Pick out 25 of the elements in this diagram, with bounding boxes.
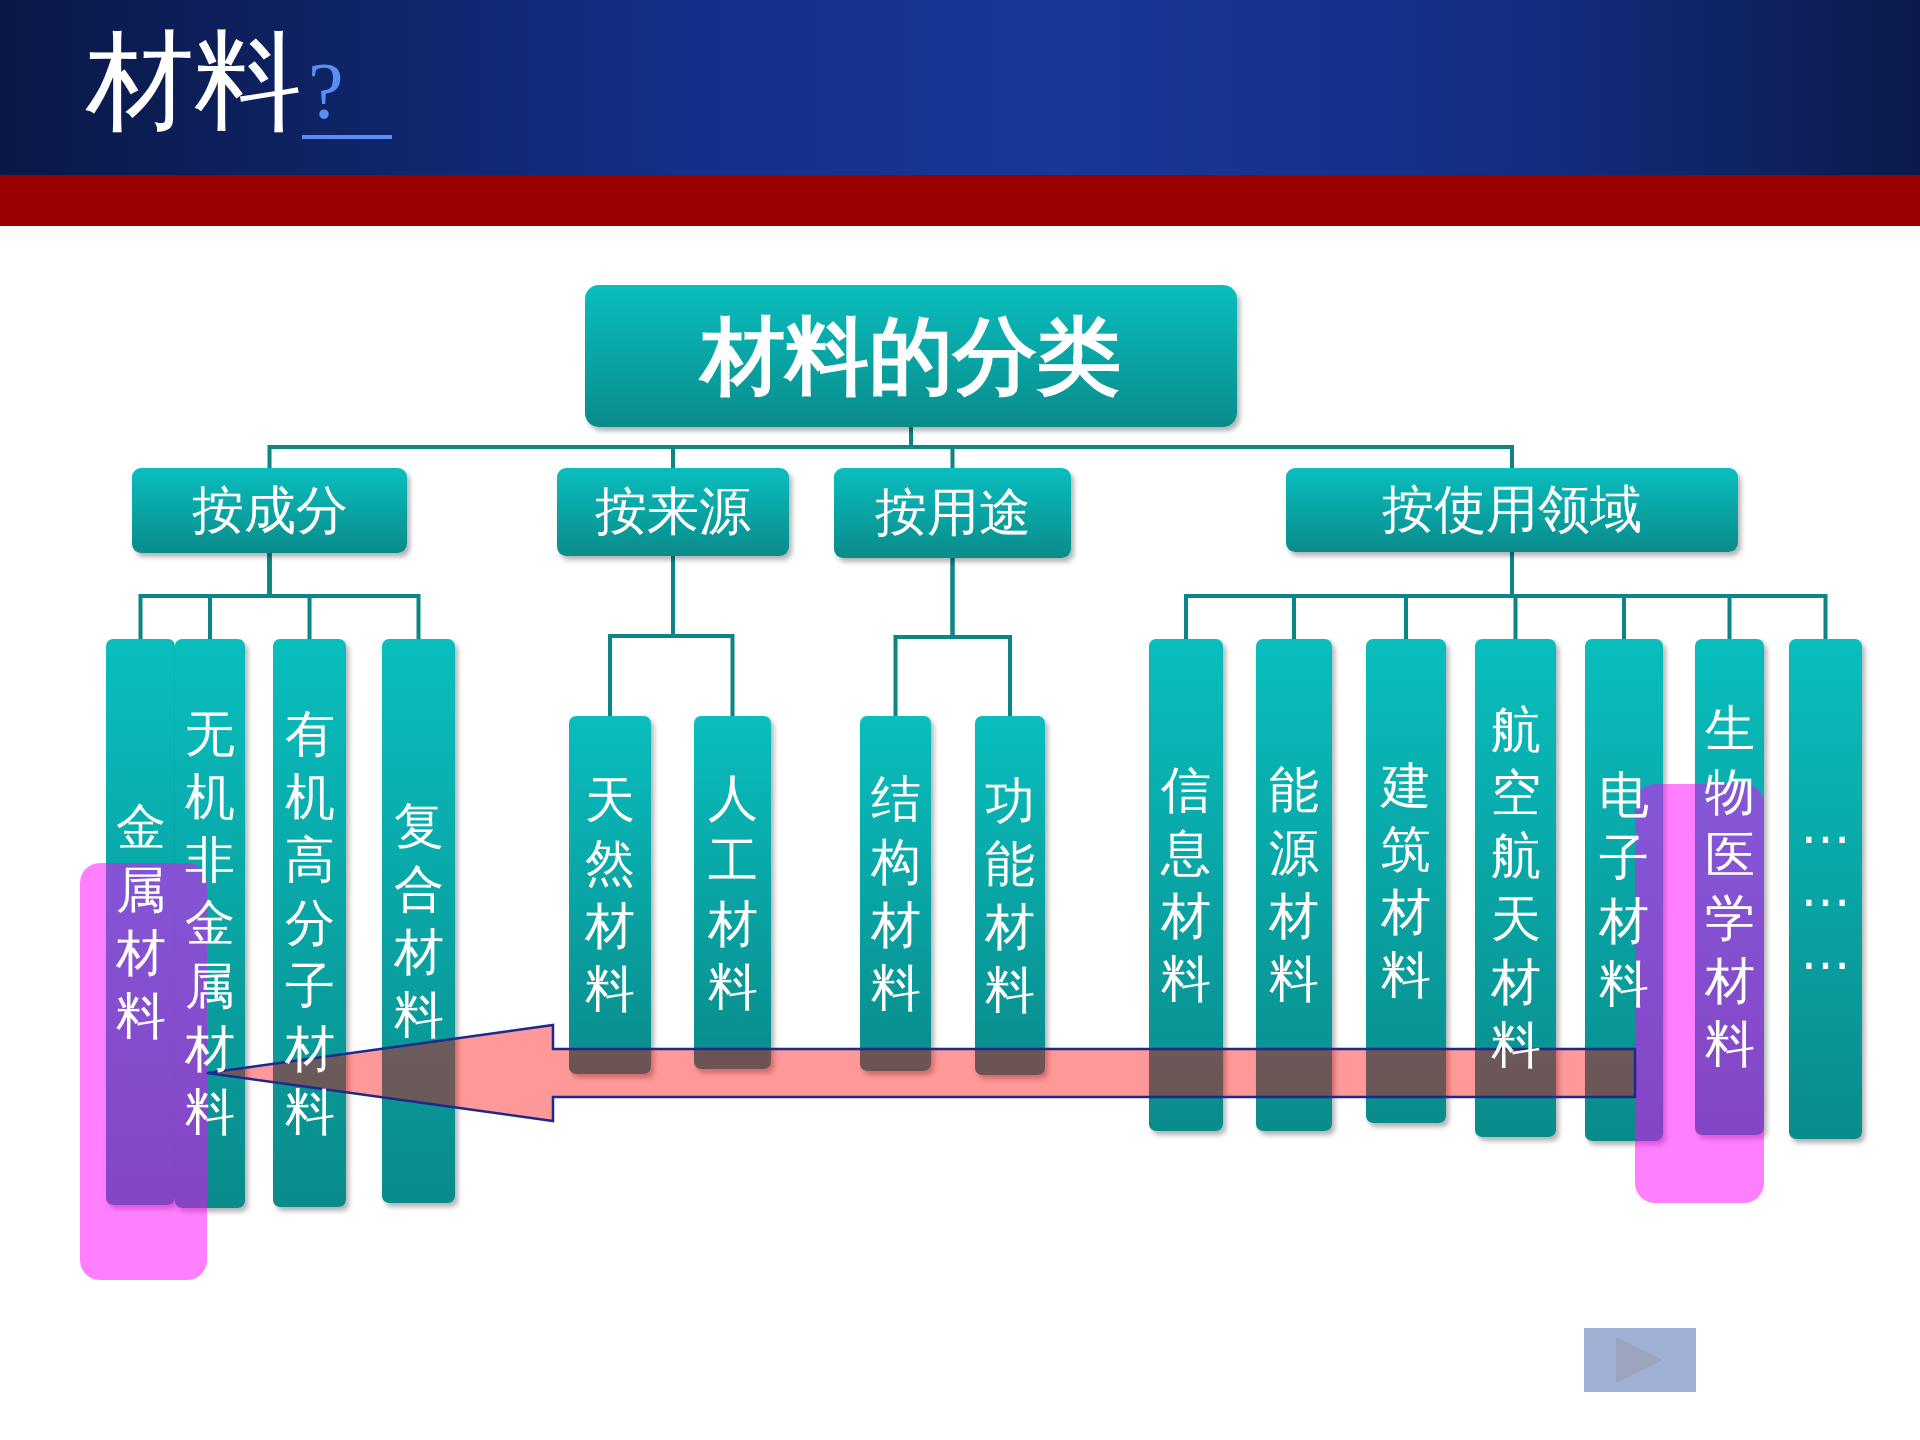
material-column: 结构材料 xyxy=(860,716,931,1071)
slide-title: 材料? xyxy=(86,14,392,150)
category-box: 按用途 xyxy=(834,468,1071,558)
material-column: 复合材料 xyxy=(382,639,455,1203)
material-column: 信息材料 xyxy=(1149,639,1223,1131)
connector-line xyxy=(671,556,735,716)
material-column: 有机高分子材料 xyxy=(273,639,346,1207)
connector-line xyxy=(1510,552,1828,639)
material-column: 电子材料 xyxy=(1585,639,1663,1141)
material-column: 金属材料 xyxy=(106,639,175,1205)
category-box: 按使用领域 xyxy=(1286,468,1738,552)
material-column: 功能材料 xyxy=(975,716,1045,1075)
category-box: 按来源 xyxy=(557,468,789,556)
category-box: 按成分 xyxy=(132,468,407,553)
material-column: 无机非金属材料 xyxy=(175,639,245,1208)
connector-line xyxy=(950,558,1012,716)
material-column: 能源材料 xyxy=(1256,639,1332,1131)
connector-line xyxy=(267,553,421,639)
block-arrow xyxy=(205,1023,1637,1123)
material-column: 人工材料 xyxy=(694,716,771,1069)
material-column: 航空航天材料 xyxy=(1475,639,1556,1137)
material-column: 天然材料 xyxy=(569,716,651,1074)
material-column: 建筑材料 xyxy=(1366,639,1446,1123)
material-column: ……… xyxy=(1789,639,1862,1139)
heading-box: 材料的分类 xyxy=(585,285,1237,427)
